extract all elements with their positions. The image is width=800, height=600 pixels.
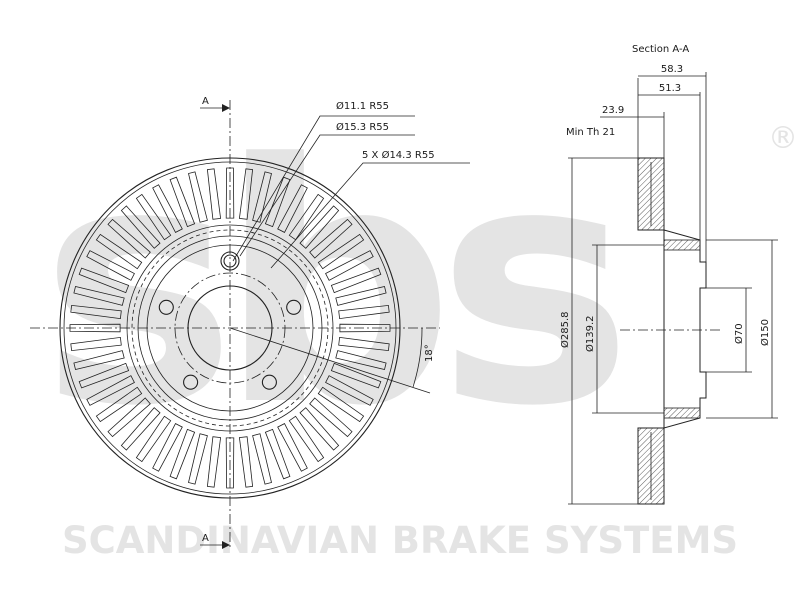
cooling-vane: [135, 415, 172, 463]
cooling-vane: [169, 428, 196, 480]
cooling-vane: [252, 433, 272, 485]
bolt-hole: [286, 299, 302, 315]
callout-bolt-pattern: 5 X Ø14.3 R55: [362, 149, 435, 161]
section-marker-bottom: A: [202, 533, 209, 544]
cooling-vane: [120, 205, 161, 249]
cooling-vane: [70, 336, 122, 352]
cooling-vane: [330, 267, 382, 294]
cooling-vane: [78, 267, 130, 294]
cooling-vane: [120, 407, 161, 451]
cooling-vane: [206, 168, 222, 220]
bolt-hole: [158, 299, 174, 315]
dim-hat-diameter: Ø139.2: [584, 316, 596, 353]
hat-section: [663, 229, 707, 429]
cooling-vane: [238, 168, 254, 220]
cooling-vane: [330, 362, 382, 389]
cooling-vane: [338, 304, 390, 320]
cooling-vane: [95, 386, 143, 423]
cooling-vane: [188, 171, 208, 223]
callout-leader-1: [232, 115, 415, 262]
cooling-vane: [288, 415, 325, 463]
cooling-vane: [309, 218, 353, 259]
cooling-vane: [317, 386, 365, 423]
cooling-vane: [288, 193, 325, 241]
cooling-vane: [86, 375, 135, 406]
cooling-vane: [169, 176, 196, 228]
cooling-vane: [299, 407, 340, 451]
angle-arc: [412, 327, 423, 388]
section-marker-top-arrow: [222, 104, 230, 112]
bolt-hole: [183, 374, 199, 390]
bolt-hole: [261, 374, 277, 390]
watermark-logo: sbs: [40, 94, 622, 478]
callout-hole-medium: Ø15.3 R55: [336, 121, 389, 133]
cooling-vane: [338, 336, 390, 352]
cooling-vane: [335, 286, 387, 306]
dim-overall-width: 58.3: [661, 64, 683, 75]
cooling-vane: [69, 323, 121, 333]
cooling-vane: [206, 436, 222, 488]
dim-center-bore: Ø70: [733, 323, 745, 344]
cooling-vane: [135, 193, 172, 241]
registered-mark: ®: [768, 121, 798, 156]
callout-leader-3: [270, 162, 470, 269]
cooling-vane: [70, 304, 122, 320]
cooling-vane: [277, 423, 308, 472]
section-title: Section A-A: [632, 44, 689, 55]
cooling-vane: [238, 436, 254, 488]
cooling-vane: [317, 233, 365, 270]
cooling-vane: [325, 375, 374, 406]
angle-ray: [229, 327, 431, 394]
section-view: Section A-A 58.3 51.3 23.9 Min Th 21: [559, 44, 778, 505]
cooling-vane: [264, 428, 291, 480]
cooling-vane: [252, 171, 272, 223]
cooling-vane: [225, 437, 235, 489]
cooling-vane: [107, 397, 151, 438]
cooling-vane: [152, 423, 183, 472]
cooling-vane: [95, 233, 143, 270]
cooling-vane: [78, 362, 130, 389]
watermark-company: SCANDINAVIAN BRAKE SYSTEMS: [62, 519, 738, 562]
callout-hole-small: Ø11.1 R55: [336, 100, 389, 112]
dim-hub-diameter: Ø150: [759, 319, 771, 346]
cooling-vane: [277, 184, 308, 233]
cooling-vanes: [69, 167, 391, 489]
dim-min-thickness: Min Th 21: [566, 127, 615, 138]
cooling-vane: [73, 286, 125, 306]
dim-disc-thickness: 23.9: [602, 105, 624, 116]
hat-flange-lower: [663, 407, 701, 419]
section-marker-bottom-arrow: [222, 541, 230, 549]
cooling-vane: [339, 323, 391, 333]
cooling-vane: [188, 433, 208, 485]
cooling-vane: [335, 350, 387, 370]
cooling-vane: [225, 167, 235, 219]
cooling-vane: [299, 205, 340, 249]
cooling-vane: [152, 184, 183, 233]
cooling-vane: [325, 250, 374, 281]
cooling-vane: [107, 218, 151, 259]
cooling-vane: [309, 397, 353, 438]
callout-leader-2: [239, 134, 415, 257]
cooling-vane: [86, 250, 135, 281]
angle-label: 18°: [424, 344, 435, 362]
front-view: A A Ø11.1 R55 Ø15.3 R55 5 X Ø14.3 R55 18…: [30, 96, 470, 549]
cooling-vane: [264, 176, 291, 228]
dim-outer-diameter: Ø285.8: [559, 312, 571, 349]
bolt-holes: [158, 254, 302, 390]
hat-flange-upper: [663, 239, 701, 251]
section-marker-top: A: [202, 96, 209, 107]
dim-hat-width: 51.3: [659, 83, 681, 94]
cooling-vane: [73, 350, 125, 370]
